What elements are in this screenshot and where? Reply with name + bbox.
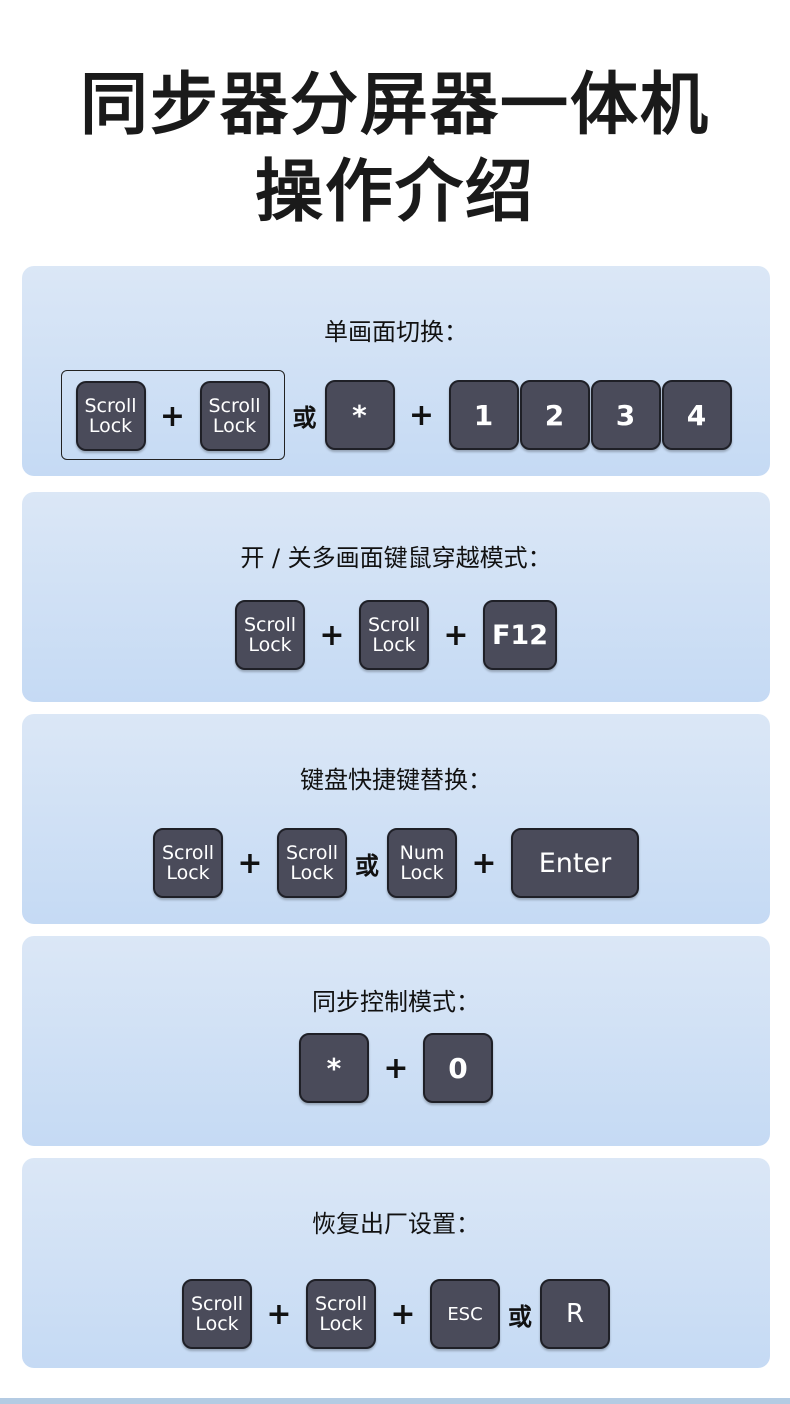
plus-sign: + [266,1296,292,1332]
key-label: Scroll Lock [243,614,297,656]
key-scroll-lock: Scroll Lock [277,828,347,898]
key-label: Scroll Lock [190,1293,244,1335]
key-scroll-lock: Scroll Lock [359,600,429,670]
key-asterisk: * [324,380,395,450]
plus-sign: + [159,398,186,434]
key-4: 4 [661,380,732,450]
section-label: 单画面切换： [324,318,468,346]
key-label: 1 [473,398,494,432]
section-panel: 开 / 关多画面键鼠穿越模式： Scroll Lock + Scroll Lock + F… [22,492,770,702]
plus-sign: + [383,1050,409,1086]
or-text: 或 [508,1302,532,1331]
section-label: 恢复出厂设置： [312,1210,480,1238]
key-2: 2 [519,380,590,450]
page-title-line1: 同步器分屏器一体机 [79,66,710,145]
or-text: 或 [292,403,317,432]
key-f12: F12 [483,600,557,670]
key-label: Scroll Lock [285,842,339,884]
key-label: * [326,1051,342,1085]
key-0: 0 [423,1033,493,1103]
key-label: 4 [686,398,707,432]
key-esc: ESC [430,1279,500,1349]
key-label: ESC [447,1303,483,1325]
page-title-line2: 操作介绍 [254,153,535,232]
bottom-strip [0,1398,790,1404]
key-label: Num Lock [399,842,445,884]
plus-sign: + [237,845,263,881]
key-combo-group: Scroll Lock + Scroll Lock [60,370,285,460]
key-label: Scroll Lock [84,395,137,437]
key-label: Scroll Lock [208,395,261,437]
key-label: Enter [538,847,612,879]
key-scroll-lock: Scroll Lock [199,381,270,451]
key-1: 1 [448,380,519,450]
key-scroll-lock: Scroll Lock [75,381,146,451]
key-3: 3 [590,380,661,450]
section-panel: 同步控制模式： * +0 [22,936,770,1146]
key-label: F12 [491,619,549,651]
key-combo-row: Scroll Lock + Scroll Lock + ESC 或 R [22,1279,770,1349]
key-combo-row: * +0 [22,1033,770,1103]
section-panel: 单画面切换： Scroll Lock + Scroll Lock 或 * +1 2 3 4 [22,266,770,476]
key-r: R [540,1279,610,1349]
key-label: * [352,398,367,432]
key-label: 3 [615,398,636,432]
key-combo-row: Scroll Lock + Scroll Lock 或 Num Lock + Enter [22,828,770,898]
key-label: Scroll Lock [314,1293,368,1335]
key-label: R [565,1299,585,1329]
key-label: Scroll Lock [367,614,421,656]
key-scroll-lock: Scroll Lock [306,1279,376,1349]
or-text: 或 [355,851,379,880]
key-label: Scroll Lock [161,842,215,884]
key-scroll-lock: Scroll Lock [235,600,305,670]
key-combo-row: Scroll Lock + Scroll Lock + F12 [22,600,770,670]
plus-sign: + [443,617,469,653]
section-label: 同步控制模式： [312,988,480,1016]
key-combo-row: Scroll Lock + Scroll Lock 或 * +1 2 3 4 [22,370,770,460]
key-scroll-lock: Scroll Lock [182,1279,252,1349]
key-enter: Enter [511,828,639,898]
section-label: 键盘快捷键替换： [300,766,492,794]
section-label: 开 / 关多画面键鼠穿越模式： [240,544,552,572]
plus-sign: + [471,845,497,881]
plus-sign: + [408,397,435,433]
key-label: 0 [448,1051,468,1085]
plus-sign: + [319,617,345,653]
key-scroll-lock: Scroll Lock [153,828,223,898]
key-asterisk: * [299,1033,369,1103]
section-panel: 键盘快捷键替换： Scroll Lock + Scroll Lock 或 Num Lock… [22,714,770,924]
plus-sign: + [390,1296,416,1332]
section-panel: 恢复出厂设置： Scroll Lock + Scroll Lock + ESC 或 R [22,1158,770,1368]
key-num-lock: Num Lock [387,828,457,898]
key-label: 2 [544,398,565,432]
